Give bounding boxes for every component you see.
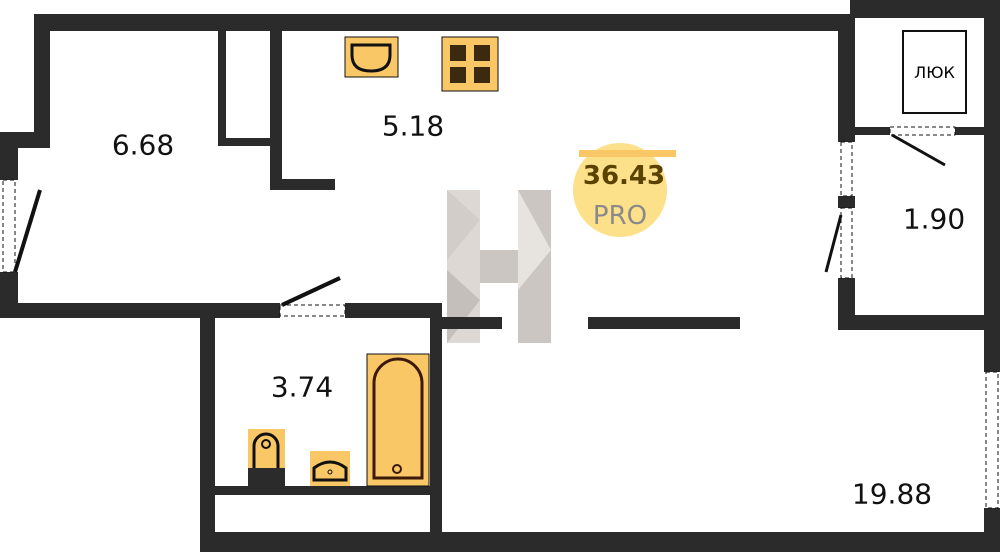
logo-h-watermark [447,190,551,343]
toilet-icon [248,429,285,487]
bathtub-icon [366,353,430,487]
room-area-living-room: 19.88 [851,477,933,511]
hatch: ЛЮК [902,30,967,114]
doors [2,126,999,509]
pro-watermark: PRO [592,201,648,231]
room-area-bathroom: 3.74 [270,370,334,404]
stove-icon [441,36,499,92]
hatch-label: ЛЮК [914,62,955,82]
total-area: 36.43 [582,161,666,191]
kitchen-sink-icon [344,36,399,78]
room-area-storage: 1.90 [902,202,966,236]
room-area-hallway: 6.68 [111,128,175,162]
total-area-badge [573,143,667,237]
washbasin-icon [310,451,350,486]
room-area-kitchen: 5.18 [381,109,445,143]
